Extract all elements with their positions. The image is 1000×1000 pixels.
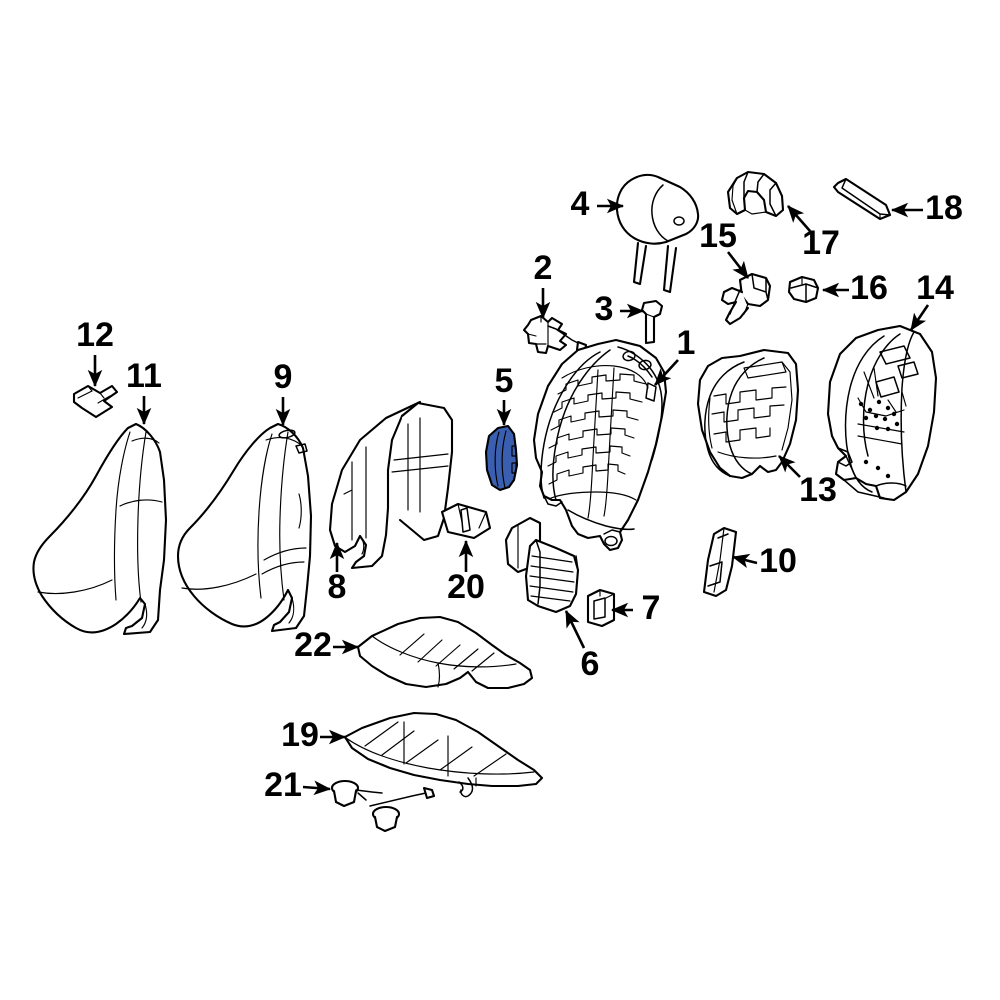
part-15-head-restraint-guide-bracket bbox=[720, 272, 772, 326]
callout-17-head-restraint-guide-sleeve[interactable]: 17 bbox=[787, 205, 840, 262]
callout-number-7: 7 bbox=[642, 589, 661, 627]
callout-number-18: 18 bbox=[925, 189, 963, 227]
callout-13-seat-back-panel-insert[interactable]: 13 bbox=[778, 455, 837, 509]
callout-5-seat-back-side-bolster-trim[interactable]: 5 bbox=[495, 362, 514, 427]
part-3-bolt bbox=[640, 299, 664, 345]
callout-18-trim-rail[interactable]: 18 bbox=[890, 189, 963, 227]
callout-number-15: 15 bbox=[699, 217, 737, 255]
callout-number-16: 16 bbox=[850, 269, 888, 307]
part-11-seat-back-cover-left bbox=[32, 422, 168, 636]
callout-number-14: 14 bbox=[916, 269, 954, 307]
callout-19-seat-cushion-pad[interactable]: 19 bbox=[281, 716, 347, 754]
part-5-seat-back-side-bolster-trim bbox=[484, 424, 519, 492]
callout-4-head-restraint[interactable]: 4 bbox=[571, 185, 625, 223]
callout-number-20: 20 bbox=[447, 568, 485, 606]
callout-number-3: 3 bbox=[595, 290, 614, 328]
callout-20-seat-back-latch-plate[interactable]: 20 bbox=[447, 539, 485, 606]
leader-line-15 bbox=[726, 251, 750, 279]
callout-3-bolt[interactable]: 3 bbox=[595, 290, 645, 328]
callout-number-21: 21 bbox=[264, 766, 302, 804]
callout-2-recliner-lever-bracket[interactable]: 2 bbox=[534, 249, 553, 320]
part-9-seat-back-cover-right bbox=[176, 422, 313, 633]
callout-number-8: 8 bbox=[328, 568, 347, 606]
callout-number-11: 11 bbox=[126, 357, 162, 395]
callout-number-5: 5 bbox=[495, 362, 514, 400]
callout-6-lumbar-support-pad[interactable]: 6 bbox=[564, 610, 600, 683]
part-18-trim-rail bbox=[832, 177, 892, 221]
part-4-head-restraint bbox=[615, 173, 700, 294]
callout-1-seat-back-frame[interactable]: 1 bbox=[654, 324, 696, 386]
part-14-seat-back-rear-panel bbox=[826, 324, 938, 502]
part-19-seat-cushion-pad bbox=[343, 711, 544, 798]
callout-15-head-restraint-guide-bracket[interactable]: 15 bbox=[699, 217, 750, 279]
callout-number-9: 9 bbox=[274, 358, 293, 396]
part-7-lumbar-adjuster-clip bbox=[586, 588, 616, 628]
part-8-seat-back-cushion-pad bbox=[328, 400, 454, 570]
part-2-recliner-lever-bracket bbox=[522, 314, 588, 355]
callout-11-seat-back-cover-left[interactable]: 11 bbox=[126, 357, 162, 426]
leader-line-17 bbox=[787, 205, 811, 232]
leader-line-10 bbox=[731, 553, 758, 568]
part-13-seat-back-panel-insert bbox=[696, 348, 800, 480]
part-16-guide-sleeve-cap bbox=[787, 275, 820, 304]
part-12-clip-bracket bbox=[72, 384, 119, 419]
callout-number-4: 4 bbox=[571, 185, 590, 223]
leader-line-13 bbox=[778, 455, 801, 478]
part-1-seat-back-frame bbox=[532, 338, 668, 552]
callout-number-6: 6 bbox=[581, 645, 600, 683]
leader-line-6 bbox=[564, 610, 586, 649]
part-20-seat-back-latch-plate bbox=[440, 502, 492, 540]
part-6-lumbar-support-pad bbox=[504, 516, 580, 614]
callout-number-10: 10 bbox=[759, 542, 797, 580]
part-22-seat-cushion-cover bbox=[356, 615, 534, 690]
callout-number-13: 13 bbox=[799, 471, 837, 509]
leader-line-14 bbox=[909, 304, 930, 331]
leader-line-1 bbox=[654, 359, 679, 386]
callout-number-22: 22 bbox=[294, 626, 332, 664]
callout-number-17: 17 bbox=[802, 224, 840, 262]
callout-number-12: 12 bbox=[76, 316, 114, 354]
part-21-cable-assembly bbox=[330, 779, 436, 833]
callout-14-seat-back-rear-panel[interactable]: 14 bbox=[909, 269, 954, 331]
leader-line-21 bbox=[302, 780, 332, 796]
part-17-head-restraint-guide-sleeve bbox=[726, 170, 785, 218]
callout-12-clip-bracket[interactable]: 12 bbox=[76, 316, 114, 388]
callout-21-cable-assembly[interactable]: 21 bbox=[264, 766, 332, 804]
callout-10-side-trim-strip[interactable]: 10 bbox=[731, 542, 797, 580]
callout-16-guide-sleeve-cap[interactable]: 16 bbox=[821, 269, 888, 307]
callout-9-seat-back-cover-right[interactable]: 9 bbox=[274, 358, 293, 427]
callout-number-19: 19 bbox=[281, 716, 319, 754]
callout-8-seat-back-cushion-pad[interactable]: 8 bbox=[328, 541, 347, 606]
callout-number-2: 2 bbox=[534, 249, 553, 287]
callout-22-seat-cushion-cover[interactable]: 22 bbox=[294, 626, 360, 664]
part-10-side-trim-strip bbox=[702, 526, 738, 598]
callout-number-1: 1 bbox=[677, 324, 696, 362]
callout-7-lumbar-adjuster-clip[interactable]: 7 bbox=[610, 589, 661, 627]
